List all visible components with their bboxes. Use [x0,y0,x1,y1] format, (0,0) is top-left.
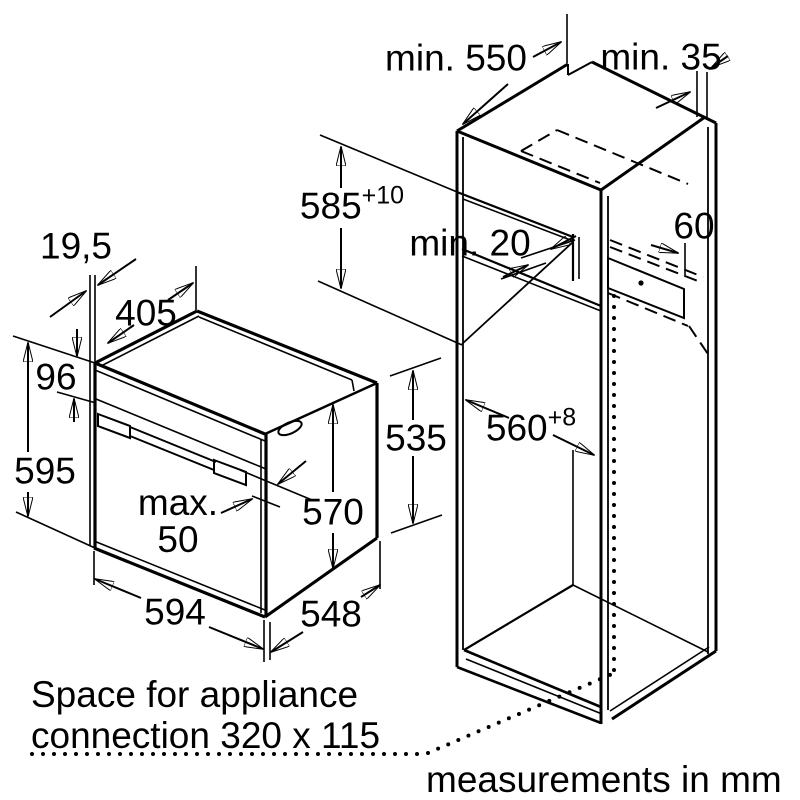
oven-side-grip-hole [277,419,303,437]
cabinet-hidden-edges-dashed [520,129,711,358]
dim-oven-body-depth: 548 [300,593,362,635]
dim-oven-width: 594 [144,591,206,633]
cabinet-outline [455,60,718,724]
dim-cabinet-rear-wall-gap: min. 35 [600,36,722,78]
dim-oven-handle-clearance: max. 50 [138,484,218,558]
dim-oven-front-height: 570 [302,491,364,533]
dim-oven-handle-clearance-word: max. [137,482,219,523]
dim-niche-height-tolerance: +10 [361,181,405,210]
dim-oven-total-height: 595 [14,450,76,492]
dim-oven-top-depth: 405 [115,292,177,334]
dim-niche-height: 585+10 [299,183,404,227]
dim-niche-width: 560+8 [485,405,576,449]
dimension-arrows [28,42,728,652]
dim-niche-height-value: 585 [299,185,362,227]
note-connection-space-line1: Space for appliance [31,674,359,715]
dim-oven-rear-height: 535 [385,417,447,459]
oven-door-handle [97,412,247,487]
connection-space-dotted-leader [30,287,616,756]
note-units: measurements in mm [426,759,782,800]
dim-oven-control-panel-depth: 19,5 [39,225,113,267]
vent-strip-hatched [607,256,685,320]
dim-niche-width-value: 560 [485,407,548,449]
cabinet-interior-shelves [456,190,709,725]
dim-niche-width-tolerance: +8 [547,403,577,432]
extension-lines [12,14,708,662]
dim-cabinet-min-depth: min. 550 [385,37,527,79]
dim-vent-strip-width: 60 [673,205,715,247]
dim-oven-handle-clearance-value: 50 [157,519,199,560]
note-connection-space-line2: connection 320 x 115 [31,715,381,756]
dim-oven-control-panel-height: 96 [35,356,77,398]
oven-outline [93,309,379,619]
dim-cabinet-rear-clearance: min. 20 [409,222,531,264]
note-connection-space: Space for appliance connection 320 x 115 [31,674,380,756]
